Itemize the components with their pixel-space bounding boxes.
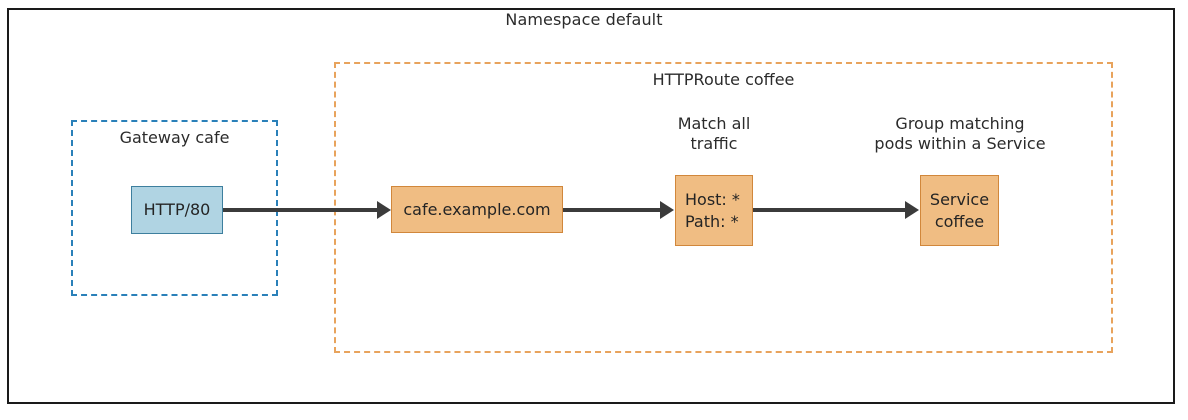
- node-match-path: Path: *: [685, 211, 739, 231]
- node-hostname-label: cafe.example.com: [403, 199, 551, 219]
- node-match-rules: Host: * Path: *: [675, 175, 753, 246]
- arrow-listener-to-hostname: [222, 201, 391, 219]
- caption-match-line1: Match all: [677, 114, 751, 133]
- httproute-container: [334, 62, 1113, 353]
- gateway-title: Gateway cafe: [119, 128, 230, 147]
- caption-backend-line2: pods within a Service: [874, 134, 1046, 153]
- arrow-match-to-backend: [752, 201, 919, 219]
- caption-backend-service: Group matching pods within a Service: [869, 114, 1051, 154]
- caption-match-rules: Match all traffic: [654, 114, 774, 154]
- node-match-host: Host: *: [685, 189, 740, 209]
- node-backend-kind: Service: [929, 189, 990, 209]
- caption-match-line2: traffic: [690, 134, 738, 153]
- namespace-title: Namespace default: [505, 10, 663, 29]
- httproute-title: HTTPRoute coffee: [652, 70, 795, 89]
- node-listener-http80: HTTP/80: [131, 186, 223, 234]
- arrow-hostname-to-match: [562, 201, 674, 219]
- node-backend-service: Service coffee: [920, 175, 999, 246]
- caption-backend-line1: Group matching: [895, 114, 1025, 133]
- node-listener-label: HTTP/80: [143, 200, 211, 220]
- node-hostname: cafe.example.com: [391, 186, 563, 233]
- node-backend-name: coffee: [934, 211, 985, 231]
